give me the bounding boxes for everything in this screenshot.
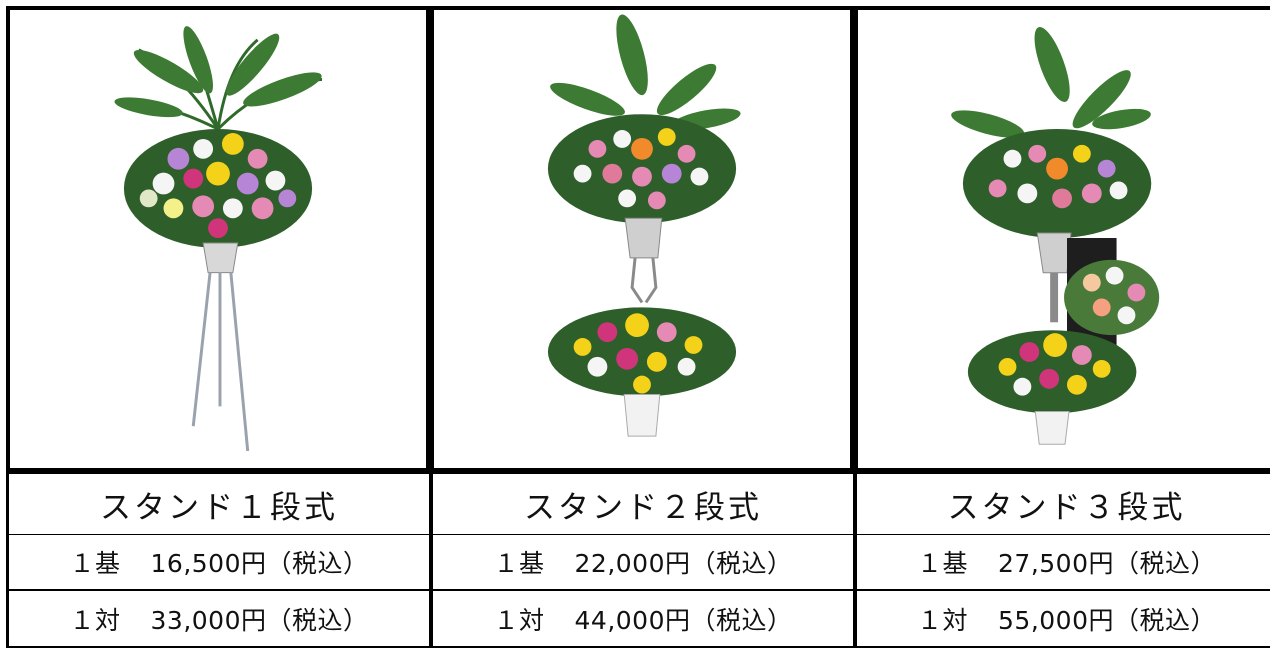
price-value: 44,000円（税込） — [574, 605, 793, 635]
product-name: スタンド３段式 — [854, 474, 1270, 535]
price-pair: １対 44,000円（税込） — [430, 591, 854, 648]
product-image-cell — [430, 6, 854, 474]
price-value: 22,000円（税込） — [574, 549, 793, 578]
price-unit: １基 — [917, 549, 969, 578]
price-value: 55,000円（税込） — [998, 605, 1216, 635]
price-single: １基 22,000円（税込） — [430, 535, 854, 591]
product-image-cell — [6, 6, 430, 474]
price-unit: １対 — [493, 605, 545, 635]
price-unit: １基 — [69, 549, 121, 578]
price-single: １基 27,500円（税込） — [854, 535, 1270, 591]
price-pair: １対 55,000円（税込） — [854, 591, 1270, 648]
price-pair: １対 33,000円（税込） — [6, 591, 430, 648]
price-value: 33,000円（税込） — [150, 605, 369, 635]
price-table: スタンド１段式 スタンド２段式 スタンド３段式 １基 16,500円（税込） １… — [6, 6, 1270, 648]
three-tier-stand-image — [951, 27, 1160, 445]
price-value: 27,500円（税込） — [998, 549, 1216, 578]
price-value: 16,500円（税込） — [150, 549, 369, 578]
flowers — [139, 133, 297, 239]
one-tier-stand-image — [114, 26, 323, 452]
product-image-cell — [854, 6, 1270, 474]
two-tier-stand-image — [547, 14, 741, 437]
product-name: スタンド１段式 — [6, 474, 430, 535]
price-unit: １対 — [69, 605, 121, 635]
product-name: スタンド２段式 — [430, 474, 854, 535]
price-unit: １基 — [493, 549, 545, 578]
price-single: １基 16,500円（税込） — [6, 535, 430, 591]
price-unit: １対 — [917, 605, 969, 635]
